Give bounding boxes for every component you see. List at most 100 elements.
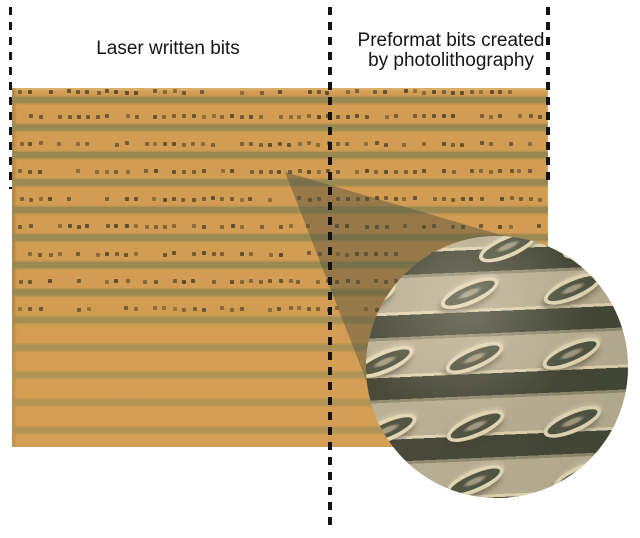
bit-dot	[76, 252, 81, 257]
bit-dot	[162, 114, 167, 119]
bit-dot	[163, 224, 168, 229]
bit-dot	[182, 142, 187, 147]
bit-dot	[268, 252, 273, 257]
bit-dot	[335, 170, 340, 175]
bit-dot	[162, 252, 167, 257]
bit-dot	[355, 169, 359, 174]
bit-dot	[441, 114, 446, 118]
bit-dot	[354, 114, 359, 119]
bit-dot	[56, 142, 61, 146]
bit-dot	[374, 141, 379, 146]
bit-dot	[153, 279, 158, 284]
bit-dot	[240, 279, 245, 284]
bit-dot	[288, 279, 293, 284]
bit-dot	[498, 225, 503, 230]
bit-dot	[259, 114, 264, 119]
bit-dot	[248, 196, 253, 201]
bit-dot	[182, 280, 187, 284]
bit-dot	[297, 141, 302, 146]
bit-dot	[335, 197, 340, 201]
bit-dot	[528, 113, 533, 118]
dashed-boundary-left	[9, 7, 12, 189]
bit-dot	[27, 141, 32, 146]
bit-dot	[86, 307, 91, 312]
bit-dot	[248, 114, 253, 119]
bit-dot	[77, 278, 82, 283]
bit-dot	[37, 169, 42, 174]
bit-dot	[95, 252, 100, 257]
bit-dot	[267, 307, 272, 312]
pit-oval	[538, 331, 605, 377]
bit-dot	[211, 113, 216, 118]
bit-dot	[460, 142, 465, 147]
pit-oval	[558, 236, 625, 266]
bit-dot	[248, 252, 253, 257]
bit-dot	[316, 196, 321, 201]
bit-dot	[75, 169, 80, 174]
bit-dot	[364, 114, 369, 119]
bit-dot	[478, 169, 483, 173]
bit-dot	[383, 90, 388, 94]
bit-dot	[365, 168, 370, 173]
bit-dot	[508, 90, 513, 95]
bit-dot	[288, 115, 293, 119]
bit-dot	[394, 170, 398, 175]
bit-dot	[442, 169, 446, 174]
bit-dot	[229, 113, 234, 118]
bit-dot	[268, 279, 273, 284]
bit-dot	[38, 114, 43, 119]
bit-dot	[297, 115, 302, 119]
bit-dot	[344, 252, 349, 257]
bit-dot	[229, 307, 234, 312]
bit-dot	[316, 169, 321, 174]
bit-dot	[364, 225, 369, 230]
bit-dot	[219, 115, 224, 120]
pit-oval	[366, 339, 418, 385]
bit-dot	[336, 141, 340, 146]
bit-dot	[47, 278, 52, 283]
bit-dot	[498, 169, 503, 174]
bit-dot	[268, 142, 272, 147]
bit-dot	[144, 141, 149, 146]
bit-dot	[58, 224, 63, 229]
bit-dot	[57, 251, 62, 256]
bit-dot	[211, 196, 215, 201]
bit-dot	[47, 196, 52, 201]
bit-dot	[488, 115, 493, 120]
bit-dot	[77, 115, 81, 120]
bit-dot	[336, 114, 341, 119]
bit-dot	[325, 279, 330, 284]
bit-dot	[221, 169, 225, 174]
bit-dot	[38, 252, 43, 257]
bit-dot	[355, 196, 360, 201]
bit-dot	[373, 89, 378, 94]
bit-dot	[85, 89, 90, 94]
bit-dot	[171, 196, 176, 201]
bit-dot	[451, 90, 456, 95]
bit-dot	[402, 142, 407, 147]
label-preformat-line2: by photolithography	[368, 50, 534, 71]
bit-dot	[153, 306, 157, 311]
bit-dot	[537, 114, 542, 119]
bit-dot	[334, 224, 339, 229]
bit-dot	[248, 278, 253, 283]
bit-dot	[239, 115, 244, 119]
bit-dot	[211, 279, 216, 284]
bit-dot	[220, 224, 225, 229]
bit-dot	[27, 306, 32, 311]
bit-dot	[191, 223, 196, 228]
bit-dot	[288, 224, 293, 229]
bit-dot	[240, 224, 244, 229]
bit-dot	[144, 224, 149, 229]
bit-dot	[459, 90, 464, 95]
bit-dot	[171, 223, 176, 228]
bit-dot	[182, 114, 187, 119]
bit-dot	[470, 89, 474, 94]
bit-dot	[172, 89, 177, 94]
bit-dot	[537, 197, 542, 202]
bit-dot	[202, 114, 207, 119]
bit-dot	[163, 90, 168, 95]
bit-dot	[509, 141, 514, 146]
bit-dot	[317, 114, 321, 119]
bit-dot	[192, 169, 196, 174]
